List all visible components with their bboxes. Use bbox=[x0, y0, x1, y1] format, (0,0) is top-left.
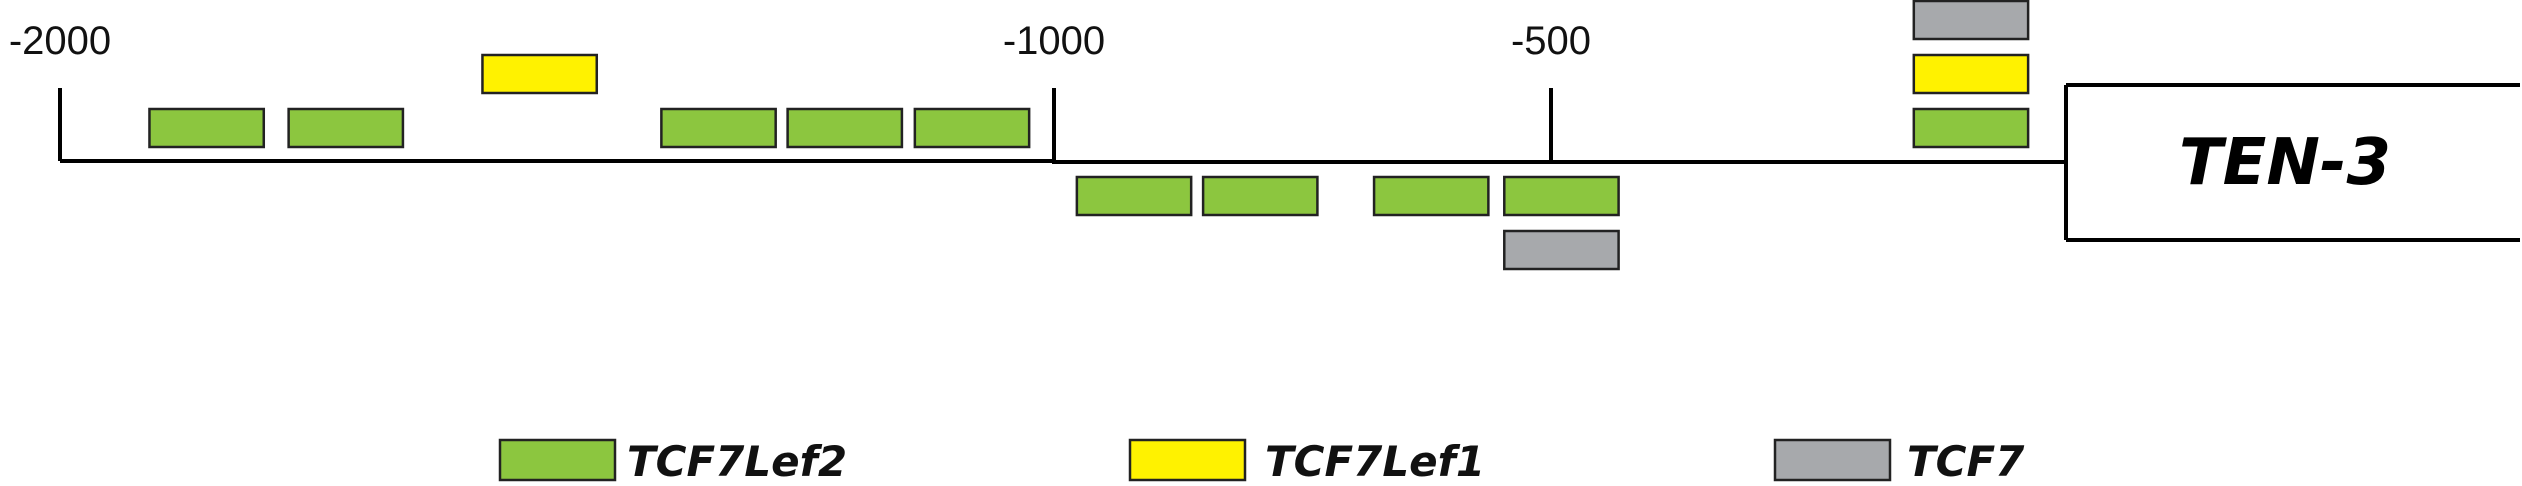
binding-site-tcf7lef2-0 bbox=[148, 107, 266, 149]
tick-label-500: -500 bbox=[1511, 19, 1591, 63]
binding-site-tcf7lef2-3 bbox=[660, 107, 777, 149]
binding-site-tcf7lef2-5 bbox=[913, 107, 1031, 149]
gene-label: TEN-3 bbox=[2179, 126, 2391, 200]
tick-label-2000: -2000 bbox=[9, 19, 111, 63]
binding-site-tcf7-10 bbox=[1503, 229, 1620, 271]
legend-swatch-tcf7lef1 bbox=[1128, 438, 1247, 482]
legend-swatch-tcf7lef2 bbox=[498, 438, 617, 482]
legend-label-tcf7lef1: TCF7Lef1 bbox=[1265, 437, 1485, 486]
legend-label-tcf7lef2: TCF7Lef2 bbox=[627, 437, 847, 486]
binding-site-tcf7lef2-6 bbox=[1075, 175, 1193, 217]
binding-site-tcf7-13 bbox=[1912, 0, 2030, 41]
legend: TCF7Lef2 TCF7Lef1 TCF7 bbox=[498, 437, 2025, 486]
binding-site-tcf7lef2-8 bbox=[1372, 175, 1490, 217]
gene-box-outline bbox=[2064, 83, 2520, 242]
promoter-axis: -2000 -1000 -500 bbox=[9, 19, 2066, 164]
binding-site-tcf7lef2-4 bbox=[786, 107, 904, 149]
binding-site-tcf7lef2-1 bbox=[287, 107, 405, 149]
legend-swatch-tcf7 bbox=[1773, 438, 1892, 482]
binding-sites bbox=[148, 0, 2030, 271]
binding-site-tcf7lef2-7 bbox=[1201, 175, 1319, 217]
gene-box: TEN-3 bbox=[2064, 83, 2520, 242]
binding-site-tcf7lef1-2 bbox=[481, 53, 599, 95]
binding-site-tcf7lef1-12 bbox=[1912, 53, 2030, 95]
binding-site-tcf7lef2-11 bbox=[1912, 107, 2030, 149]
tick-label-1000: -1000 bbox=[1003, 19, 1105, 63]
promoter-line bbox=[60, 159, 2066, 164]
binding-site-tcf7lef2-9 bbox=[1503, 175, 1620, 217]
legend-label-tcf7: TCF7 bbox=[1907, 437, 2025, 486]
